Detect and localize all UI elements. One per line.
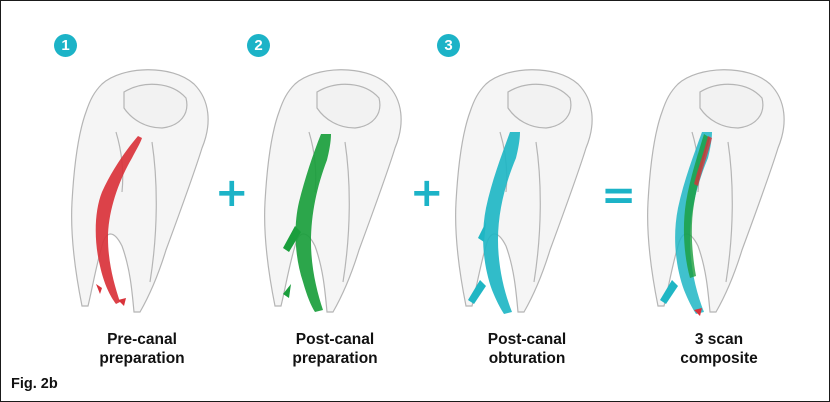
tooth-outline	[72, 70, 209, 312]
step-3-badge: 3	[437, 34, 460, 57]
tooth-outline	[265, 70, 402, 312]
plus-operator-1: +	[215, 170, 249, 216]
step-1-badge: 1	[54, 34, 77, 57]
caption-line-2: preparation	[260, 349, 410, 368]
tooth-3-scan-composite-image	[638, 62, 798, 318]
caption-composite: 3 scan composite	[644, 330, 794, 368]
tooth-pre-canal-preparation-image	[62, 62, 222, 318]
plus-operator-2: +	[410, 170, 444, 216]
caption-line-1: 3 scan	[644, 330, 794, 349]
caption-line-2: obturation	[452, 349, 602, 368]
caption-line-1: Post-canal	[260, 330, 410, 349]
figure-label: Fig. 2b	[11, 376, 58, 392]
tooth-post-canal-preparation-image	[255, 62, 415, 318]
caption-line-1: Post-canal	[452, 330, 602, 349]
caption-line-1: Pre-canal	[67, 330, 217, 349]
caption-step-1: Pre-canal preparation	[67, 330, 217, 368]
tooth-post-canal-obturation-image	[446, 62, 606, 318]
equals-operator: =	[601, 170, 636, 219]
canal-tip-1	[96, 284, 102, 294]
tooth-outline	[648, 70, 785, 312]
step-2-badge: 2	[247, 34, 270, 57]
caption-line-2: composite	[644, 349, 794, 368]
caption-step-2: Post-canal preparation	[260, 330, 410, 368]
caption-step-3: Post-canal obturation	[452, 330, 602, 368]
caption-line-2: preparation	[67, 349, 217, 368]
tooth-outline	[456, 70, 593, 312]
